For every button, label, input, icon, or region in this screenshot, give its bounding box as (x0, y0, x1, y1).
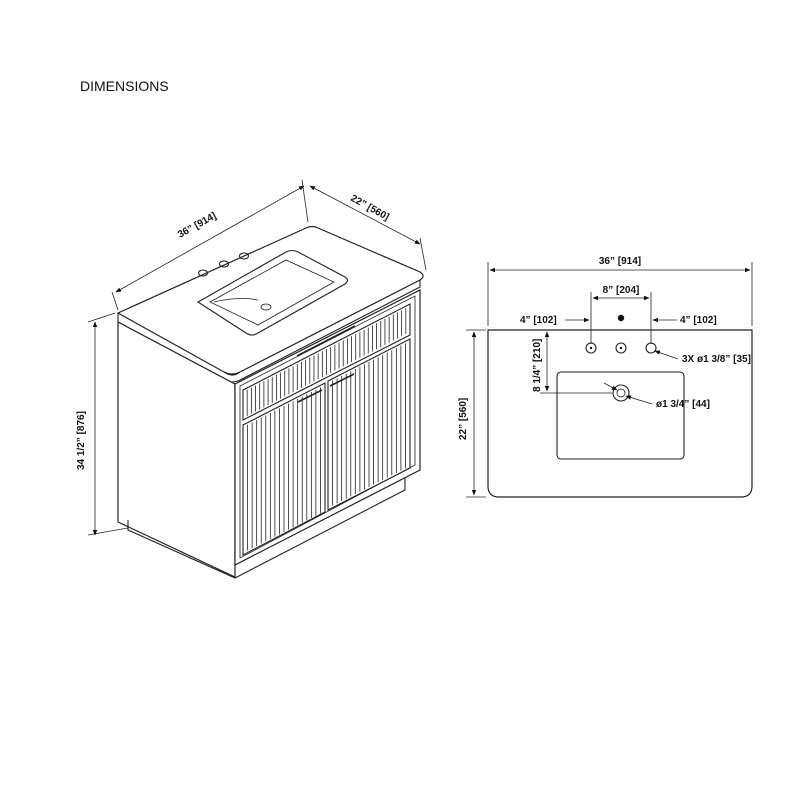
iso-width-label: 36” [914] (176, 211, 218, 241)
top-width-dimension: 36” [914] (487, 256, 753, 326)
iso-depth-label: 22” [560] (349, 193, 391, 223)
cabinet-base (127, 478, 406, 579)
left-offset-label: 4” [102] (520, 315, 557, 326)
drain-offset-label: 8 1/4” [210] (532, 339, 543, 392)
right-offset-label: 4” [102] (680, 315, 717, 326)
fluted-slats (246, 308, 407, 551)
drain-callout: ø1 3/4” [44] (603, 382, 710, 410)
cabinet-door-right (327, 338, 411, 511)
faucet-holes-callout: 3X ø1 3/8” [35] (654, 350, 751, 365)
top-drawer (242, 303, 411, 421)
top-width-label: 36” [914] (599, 256, 641, 267)
drawing-title: DIMENSIONS (80, 78, 169, 94)
faucet-spread-dimension: 8” [204] (590, 285, 652, 344)
faucet-holes-label: 3X ø1 3/8” [35] (682, 354, 751, 365)
iso-height-label: 34 1/2” [876] (76, 411, 87, 470)
drawer-handle (296, 325, 356, 357)
countertop-corner (223, 371, 241, 376)
left-offset-dimension: 4” [102] (520, 315, 590, 326)
cabinet-door-left (242, 382, 326, 556)
basin-outline (556, 371, 685, 460)
drain-offset-dimension: 8 1/4” [210] (532, 329, 612, 394)
basin-drain (612, 384, 630, 402)
cabinet-side-panel (117, 321, 236, 578)
iso-height-dimension: 34 1/2” [876] (76, 312, 129, 536)
drain-label: ø1 3/4” [44] (656, 399, 710, 410)
top-depth-dimension: 22” [560] (458, 329, 486, 498)
top-depth-label: 22” [560] (458, 398, 469, 440)
countertop-top-view: 36” [914] 8” [204] 4” [102] 4” [102] 3X … (458, 256, 753, 498)
right-offset-dimension: 4” [102] (652, 315, 717, 326)
faucet-spread-label: 8” [204] (603, 285, 640, 296)
countertop-outline (487, 329, 753, 498)
center-mark (617, 314, 625, 322)
drain-hole (260, 303, 272, 311)
vanity-isometric-view: 36” [914] 22” [560] 34 1/2” [876] (76, 179, 427, 579)
